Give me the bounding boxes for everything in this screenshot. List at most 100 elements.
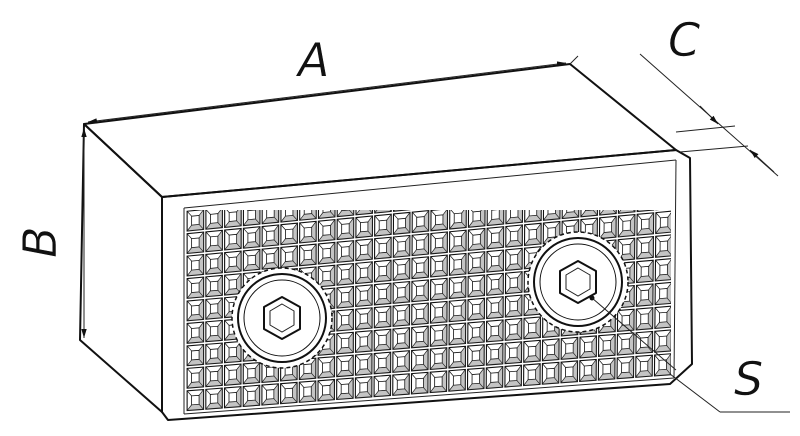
knurl-cell: [186, 231, 205, 255]
knurl-cell: [616, 332, 635, 356]
knurl-cell: [223, 340, 242, 364]
knurl-cell: [392, 210, 411, 212]
knurl-cell: [186, 321, 205, 344]
knurl-cell: [355, 238, 373, 262]
knurl-cell: [486, 296, 504, 320]
bolt-head: [237, 273, 327, 363]
knurl-cell: [224, 227, 242, 251]
knurl-cell: [562, 173, 579, 195]
knurl-cell: [486, 249, 505, 273]
knurl-cell: [280, 210, 299, 223]
knurl-cell: [392, 304, 411, 327]
knurl-cell: [654, 281, 671, 306]
hex-socket-icon: [559, 260, 597, 304]
knurl-cell: [635, 354, 653, 378]
bolt-head: [533, 237, 623, 327]
bolt-left: [231, 267, 333, 369]
knurl-cell: [560, 336, 579, 360]
knurl-cell: [486, 272, 504, 296]
knurl-cell: [242, 226, 261, 249]
knurl-cell: [392, 211, 411, 235]
knurl-cell: [354, 353, 373, 376]
knurl-cell: [448, 368, 466, 392]
knurl-cell: [448, 252, 467, 276]
knurl-cell: [411, 210, 412, 211]
knurl-cell: [205, 342, 223, 365]
knurl-cell: [223, 363, 242, 386]
knurl-cell: [505, 224, 523, 248]
knurl-cell: [467, 210, 486, 228]
knurl-cell: [392, 280, 411, 304]
knurl-cell: [355, 210, 374, 216]
knurl-cell: [429, 370, 448, 394]
jaw-block: [79, 63, 693, 421]
knurl-cell: [355, 307, 373, 330]
knurl-cell: [317, 356, 336, 379]
knurl-cell: [186, 388, 205, 412]
knurl-cell: [617, 213, 636, 238]
knurl-cell: [637, 165, 654, 187]
knurl-cell: [299, 220, 317, 244]
hex-socket-icon: [263, 296, 301, 340]
knurl-cell: [186, 210, 205, 232]
dimension-label-b: B: [13, 226, 67, 258]
knurl-cell: [374, 236, 392, 260]
knurl-cell: [224, 250, 242, 274]
knurl-cell: [392, 257, 411, 281]
knurl-cell: [374, 213, 392, 237]
knurl-cell: [410, 371, 429, 395]
knurl-cell: [261, 210, 280, 225]
dimension-a: A: [87, 33, 579, 124]
knurl-cell: [354, 376, 373, 399]
knurl-cell: [654, 329, 671, 353]
knurl-cell: [299, 243, 317, 267]
knurl-cell: [298, 380, 317, 403]
knurl-cell: [635, 307, 654, 331]
knurl-cell: [486, 210, 505, 227]
knurl-cell: [467, 297, 486, 321]
knurl-cell: [373, 305, 392, 329]
knurl-cell: [336, 210, 355, 218]
knurl-cell: [411, 279, 429, 303]
knurl-cell: [449, 210, 467, 230]
knurl-cell: [655, 210, 671, 235]
knurl-cell: [242, 248, 261, 272]
knurl-cell: [598, 215, 617, 240]
knurl-cell: [355, 261, 373, 285]
knurl-cell: [411, 233, 430, 257]
knurl-cell: [636, 235, 655, 260]
knurl-cell: [504, 317, 523, 341]
knurl-cell: [336, 285, 355, 309]
knurl-cell: [336, 240, 355, 263]
knurl-cell: [579, 335, 598, 359]
knurl-cell: [430, 277, 448, 301]
knurl-cell: [429, 324, 448, 347]
knurl-cell: [504, 341, 523, 365]
knurl-cell: [656, 164, 673, 187]
chamfer-edge-right: [673, 159, 677, 379]
knurl-cell: [374, 210, 392, 214]
knurl-cell: [635, 283, 654, 307]
knurl-cell: [354, 330, 373, 353]
knurl-cell: [373, 328, 392, 352]
knurl-cell: [504, 364, 523, 388]
knurl-cell: [617, 210, 636, 214]
extension-line: [569, 55, 579, 65]
dimension-c: C: [639, 13, 779, 177]
left-side-face: [79, 123, 163, 413]
knurl-cell: [580, 210, 599, 218]
knurl-cell: [242, 384, 261, 407]
knurl-cell: [597, 333, 616, 358]
knurl-cell: [467, 227, 486, 252]
knurl-cell: [299, 210, 317, 221]
knurl-cell: [373, 259, 392, 283]
knurl-cell: [467, 344, 485, 368]
knurl-cell: [205, 297, 223, 320]
knurl-cell: [505, 247, 523, 271]
arrow-c-bottom: [749, 149, 775, 173]
knurl-cell: [411, 210, 430, 234]
knurl-cell: [392, 373, 410, 396]
knurl-cell: [429, 347, 448, 371]
knurl-cell: [654, 258, 671, 282]
